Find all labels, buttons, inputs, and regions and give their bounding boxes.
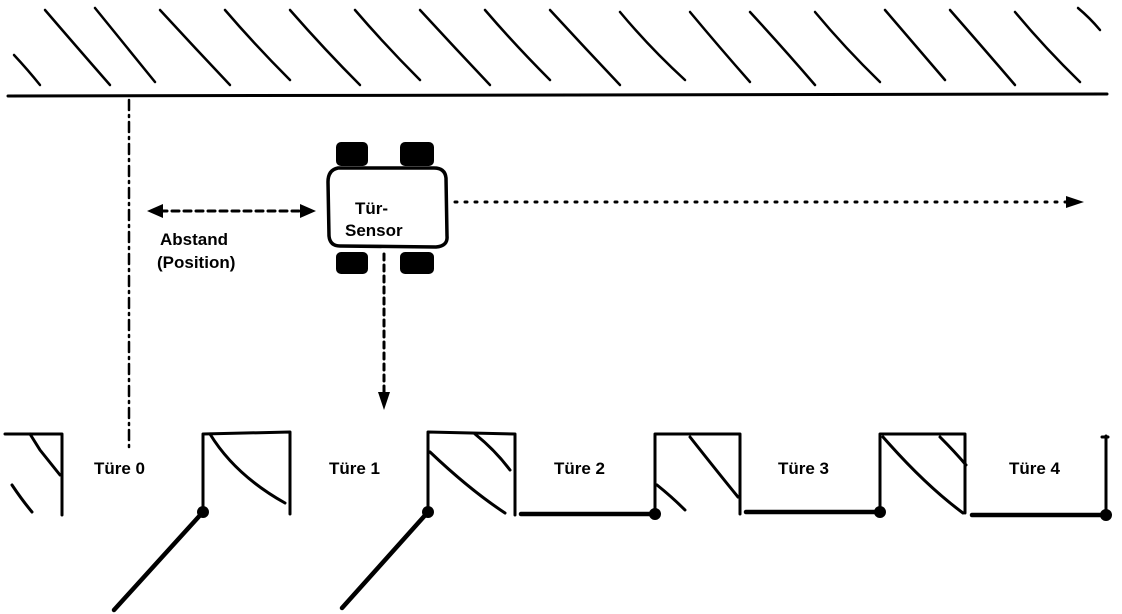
wall-line xyxy=(6,92,1109,98)
wheel xyxy=(400,252,434,274)
wheel xyxy=(336,252,368,274)
distance-arrow xyxy=(147,204,316,218)
wheel xyxy=(400,142,434,166)
door-1-leaf xyxy=(339,506,434,611)
frame-segment-2 xyxy=(426,430,517,517)
distance-label-line2: (Position) xyxy=(157,253,236,272)
door-label-4: Türe 4 xyxy=(1009,459,1061,478)
frame-segment-3 xyxy=(653,432,742,516)
door-label-3: Türe 3 xyxy=(778,459,830,478)
door-3-leaf xyxy=(743,506,886,518)
sensor-label-line1: Tür- xyxy=(355,199,389,218)
door-frames xyxy=(3,430,1110,517)
distance-label-line1: Abstand xyxy=(160,230,228,249)
door-4-leaf xyxy=(969,509,1112,521)
door-label-1: Türe 1 xyxy=(329,459,381,478)
sensor-body xyxy=(326,166,449,249)
frame-segment-4 xyxy=(878,432,968,515)
frame-segment-0 xyxy=(3,432,64,517)
sensor-vehicle xyxy=(326,142,449,274)
door-0-leaf xyxy=(111,506,209,613)
wheel xyxy=(336,142,368,166)
door-2-leaf xyxy=(518,508,661,520)
top-wall xyxy=(6,6,1109,98)
motion-arrow xyxy=(453,196,1084,208)
sensor-label-line2: Sensor xyxy=(345,221,403,240)
frame-segment-1 xyxy=(201,430,292,516)
wall-hatching xyxy=(12,6,1102,87)
door-label-0: Türe 0 xyxy=(94,459,146,478)
sensing-arrow xyxy=(378,252,390,410)
frame-segment-5 xyxy=(1100,434,1110,516)
door-label-2: Türe 2 xyxy=(554,459,606,478)
